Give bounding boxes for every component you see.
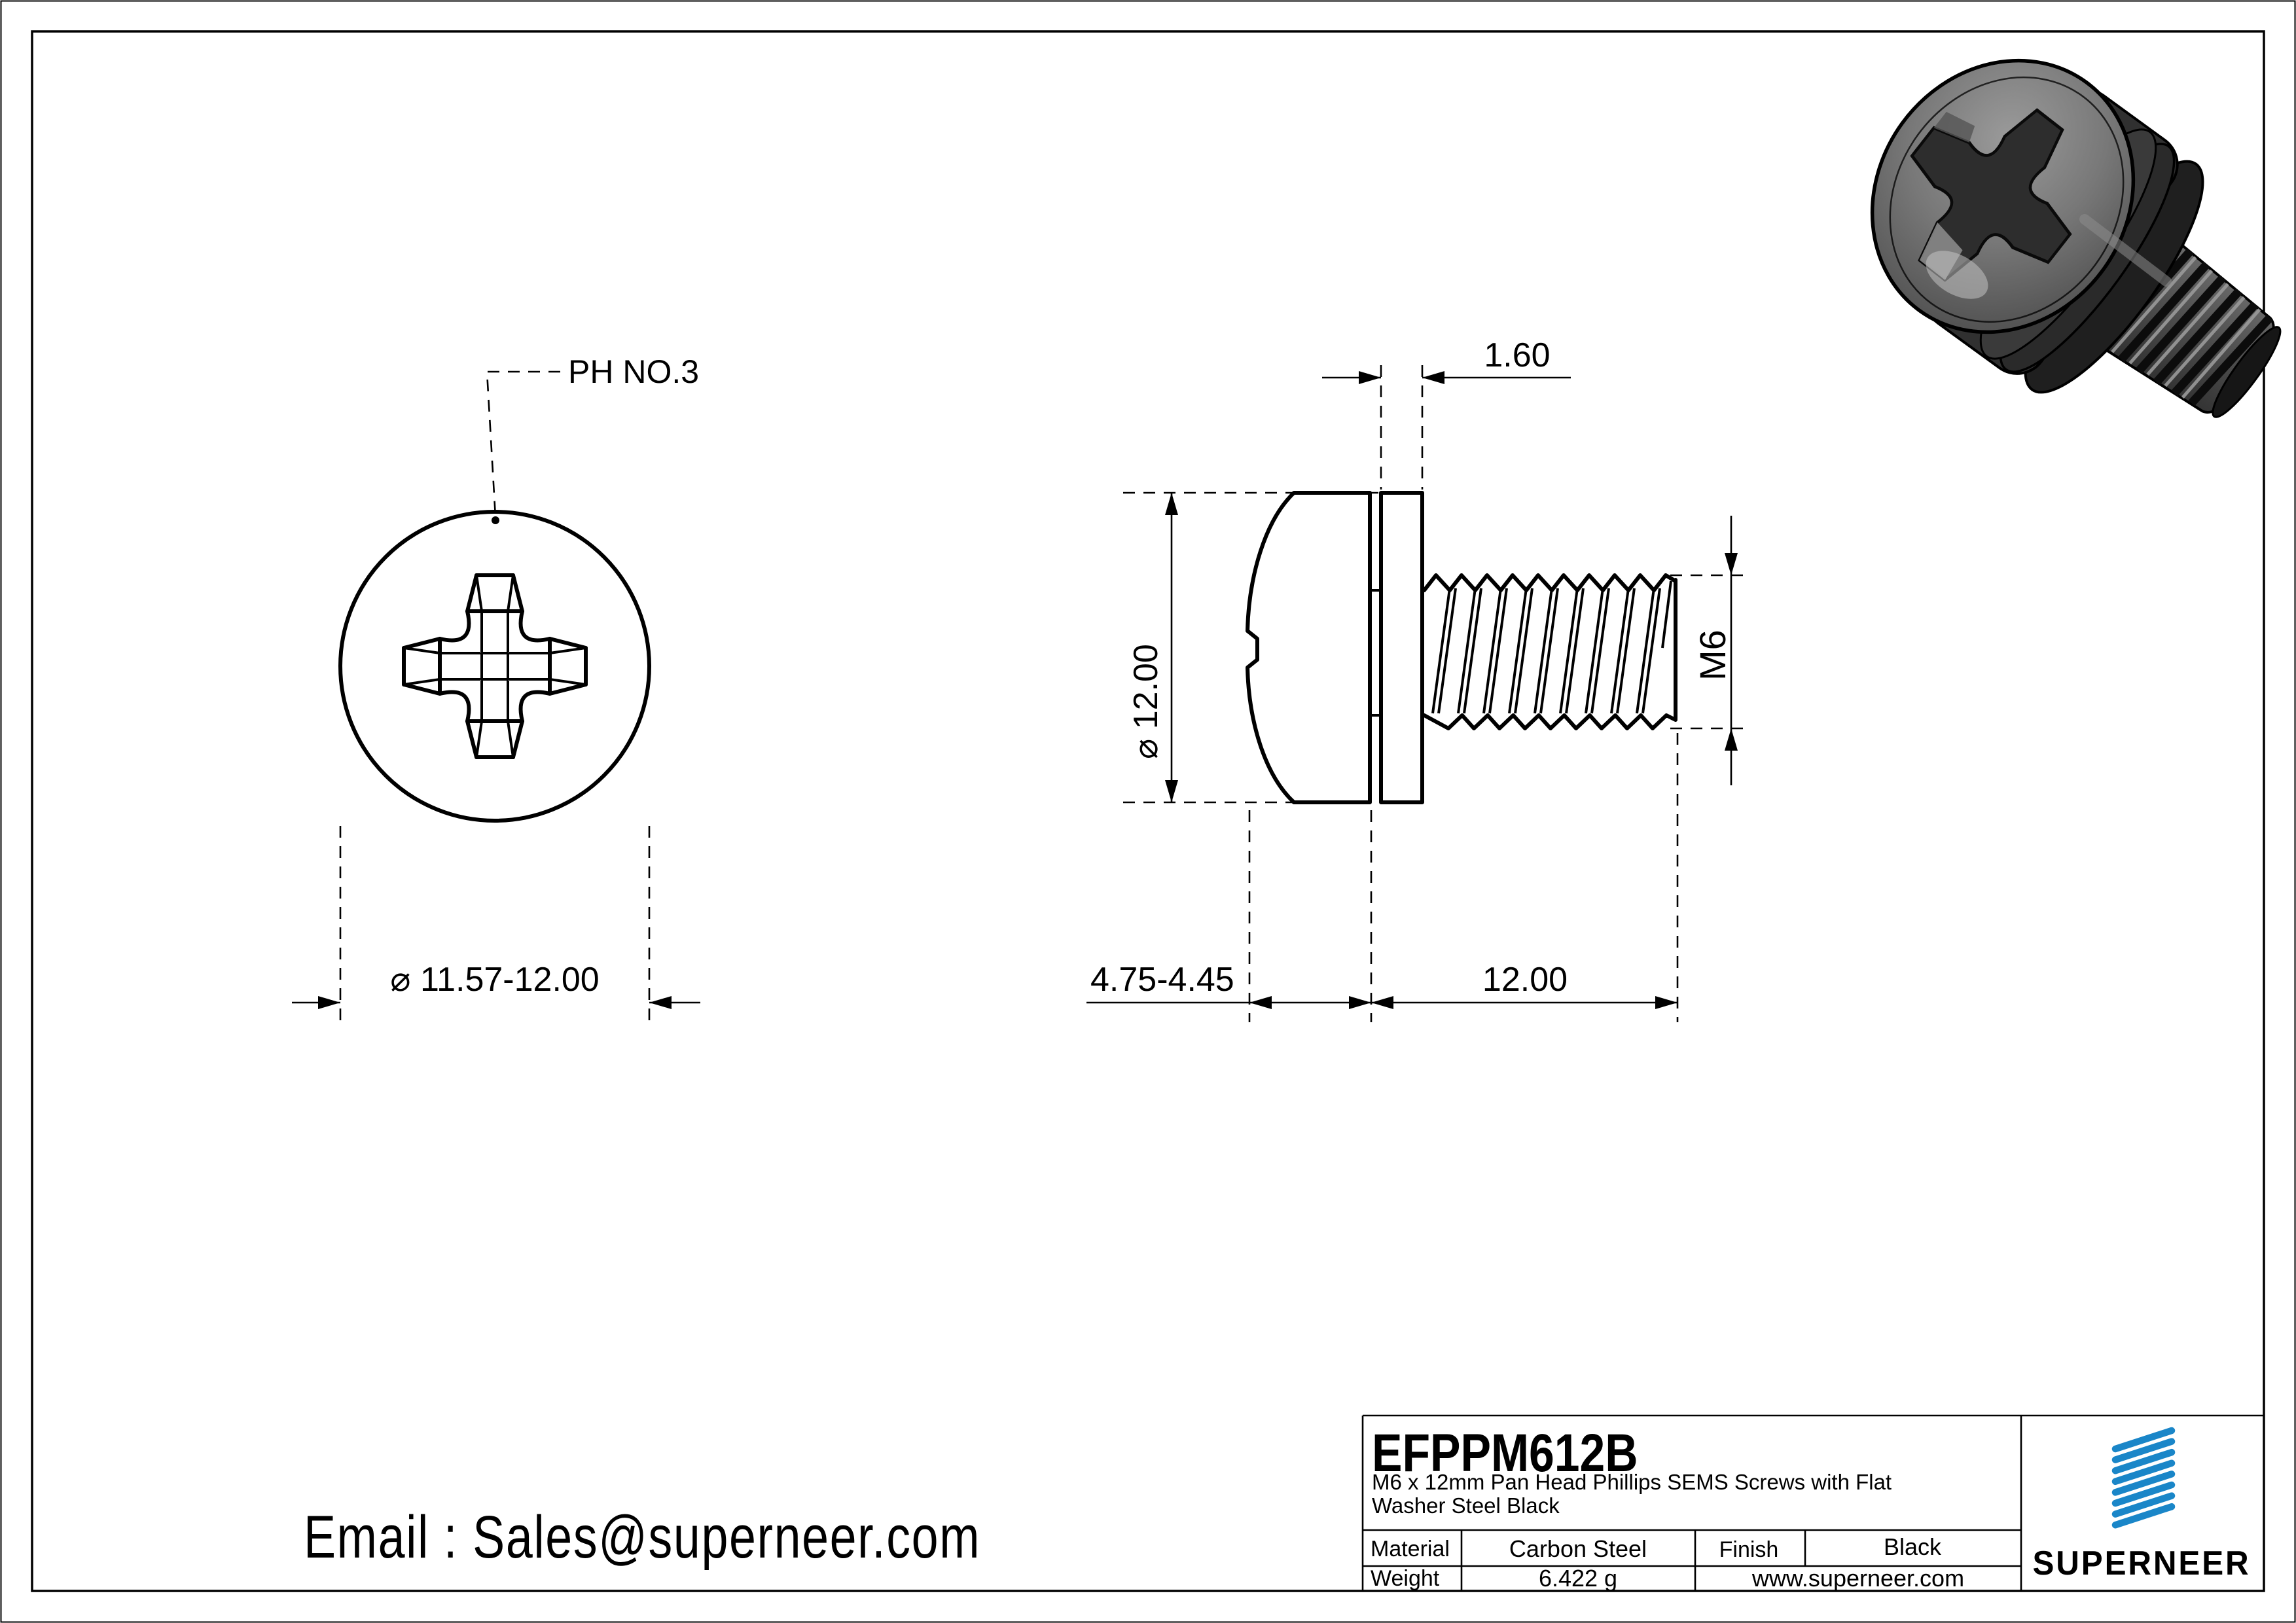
logo-stripes-icon (2111, 1427, 2176, 1529)
website-link[interactable]: www.superneer.com (1751, 1565, 1964, 1592)
material-label: Material (1371, 1537, 1450, 1561)
phillips-recess-icon (404, 573, 586, 757)
head-diameter-text: ⌀ 12.00 (1127, 644, 1165, 759)
finish-label: Finish (1719, 1537, 1779, 1562)
head-diameter-dimension: ⌀ 12.00 (1123, 491, 1378, 804)
face-highlight (1926, 251, 1988, 299)
washer-thickness-text: 1.60 (1484, 336, 1550, 374)
superneer-logo: SUPERNEER (2032, 1427, 2250, 1582)
front-diameter-text: ⌀ 11.57-12.00 (390, 961, 599, 999)
part-number: EFPPM612B (1372, 1423, 1638, 1484)
flat-washer (1379, 491, 1424, 804)
front-view: PH NO.3 ⌀ 11.57-12.00 (292, 353, 700, 1022)
material-value: Carbon Steel (1509, 1535, 1647, 1562)
thread (1422, 573, 1677, 730)
head-profile (1246, 491, 1372, 804)
ph-leader-dot (492, 516, 499, 524)
thread-flank-lines (1431, 580, 1672, 714)
head-height-text: 4.75-4.45 (1090, 961, 1234, 999)
bottom-dimensions: 4.75-4.45 12.00 (1086, 733, 1679, 1022)
thread-size-dimension: M6 (1670, 516, 1746, 785)
title-block: EFPPM612B M6 x 12mm Pan Head Phillips SE… (1361, 1414, 2264, 1592)
description-line2: Washer Steel Black (1372, 1493, 1560, 1518)
thread-size-text: M6 (1692, 630, 1733, 681)
length-text: 12.00 (1482, 961, 1568, 999)
washer-thickness-dimension: 1.60 (1322, 336, 1571, 490)
brand-name: SUPERNEER (2032, 1544, 2250, 1582)
ph-label: PH NO.3 (568, 353, 699, 390)
front-diameter-dimension: ⌀ 11.57-12.00 (292, 826, 700, 1022)
screw-3d-render (1870, 58, 2282, 418)
side-view: 1.60 ⌀ 12.00 M6 4.75-4.45 12.0 (1086, 336, 1746, 1022)
ph-leader-line (486, 370, 560, 518)
description-line1: M6 x 12mm Pan Head Phillips SEMS Screws … (1372, 1470, 1892, 1494)
drawing-frame (31, 30, 2265, 1592)
weight-label: Weight (1371, 1566, 1440, 1591)
head-outline-circle (338, 510, 651, 823)
finish-value: Black (1884, 1533, 1942, 1560)
weight-value: 6.422 g (1539, 1565, 1617, 1592)
contact-email[interactable]: Email : Sales@superneer.com (304, 1503, 980, 1571)
